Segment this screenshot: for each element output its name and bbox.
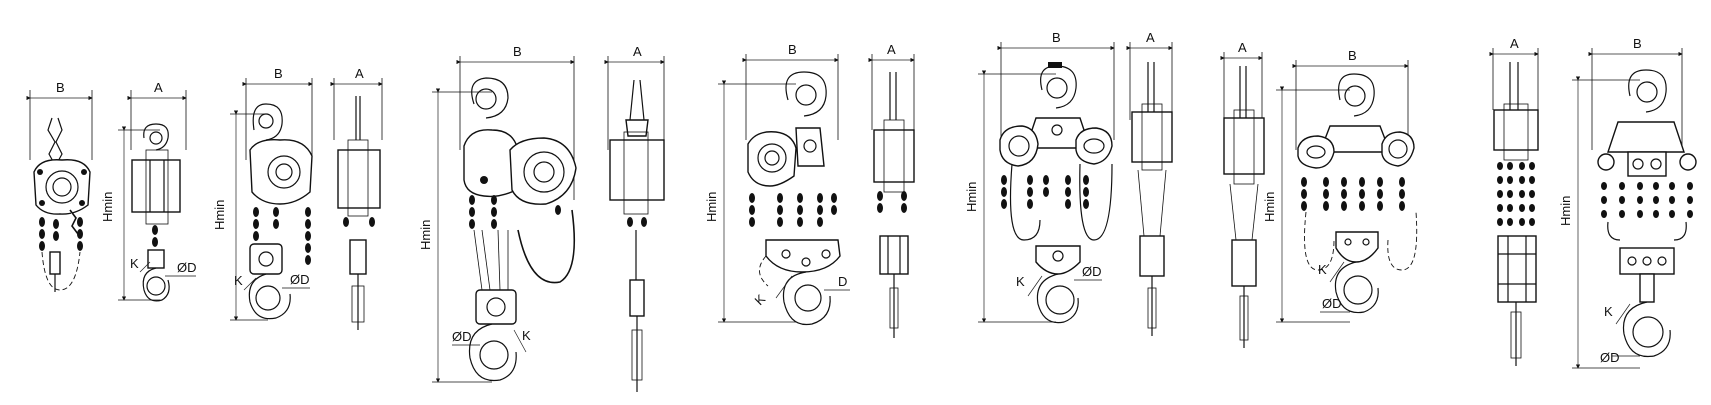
dim-label-k: K — [234, 273, 243, 288]
dim-label-b: B — [788, 42, 797, 57]
dim-label-diameter: ØD — [1322, 296, 1342, 311]
hoist-3-front-view: B Hmin K ØD — [418, 44, 577, 383]
hoist-5-side-view: A — [1126, 30, 1173, 336]
dim-label-hmin: Hmin — [1262, 192, 1277, 222]
dim-label-k: K — [522, 328, 531, 343]
dim-label-hmin: Hmin — [212, 200, 227, 230]
hoist-1-front-view: B — [26, 80, 93, 292]
hoist-2-front-view: B Hmin K ØD — [212, 66, 313, 321]
hoist-5-front-view: B Hmin K ØD — [964, 30, 1115, 324]
dim-label-b: B — [274, 66, 283, 81]
dim-label-b: B — [513, 44, 522, 59]
dim-label-diameter: ØD — [452, 329, 472, 344]
dim-label-a: A — [1510, 36, 1519, 51]
hoist-7-side-view: A — [1489, 36, 1539, 366]
dim-label-k: K — [130, 256, 139, 271]
hoist-1-side-view: A Hmin K ØD — [100, 80, 197, 302]
hoist-3-side-view: A — [604, 44, 665, 392]
dim-label-hmin: Hmin — [704, 192, 719, 222]
dim-label-hmin: Hmin — [964, 182, 979, 212]
dim-label-a: A — [633, 44, 642, 59]
dim-label-b: B — [56, 80, 65, 95]
dim-label-diameter: ØD — [290, 272, 310, 287]
hoist-2-side-view: A — [330, 66, 383, 330]
dim-label-k: K — [1318, 262, 1327, 277]
dim-label-hmin: Hmin — [418, 220, 433, 250]
dim-label-k: K — [1604, 304, 1613, 319]
dim-label-a: A — [887, 42, 896, 57]
dim-label-diameter: ØD — [1082, 264, 1102, 279]
dim-label-b: B — [1348, 48, 1357, 63]
dim-label-hmin: Hmin — [1558, 196, 1573, 226]
dim-label-a: A — [355, 66, 364, 81]
dim-label-b: B — [1633, 36, 1642, 51]
dim-label-hmin: Hmin — [100, 192, 115, 222]
hoist-4-side-view: A — [868, 42, 915, 338]
hoist-7-front-view: B Hmin K ØD — [1558, 36, 1697, 369]
dim-label-b: B — [1052, 30, 1061, 45]
hoist-6-side-view: A — [1220, 40, 1265, 348]
hoist-4-front-view: B Hmin K D — [704, 42, 850, 326]
dim-label-a: A — [1238, 40, 1247, 55]
dim-label-k: K — [1016, 274, 1025, 289]
dim-label-d: D — [838, 274, 847, 289]
hoist-6-front-view: B Hmin K ØD — [1262, 48, 1418, 323]
dim-label-a: A — [1146, 30, 1155, 45]
dim-label-k: K — [752, 291, 769, 308]
dim-label-diameter: ØD — [177, 260, 197, 275]
dim-label-a: A — [154, 80, 163, 95]
dim-label-diameter: ØD — [1600, 350, 1620, 365]
